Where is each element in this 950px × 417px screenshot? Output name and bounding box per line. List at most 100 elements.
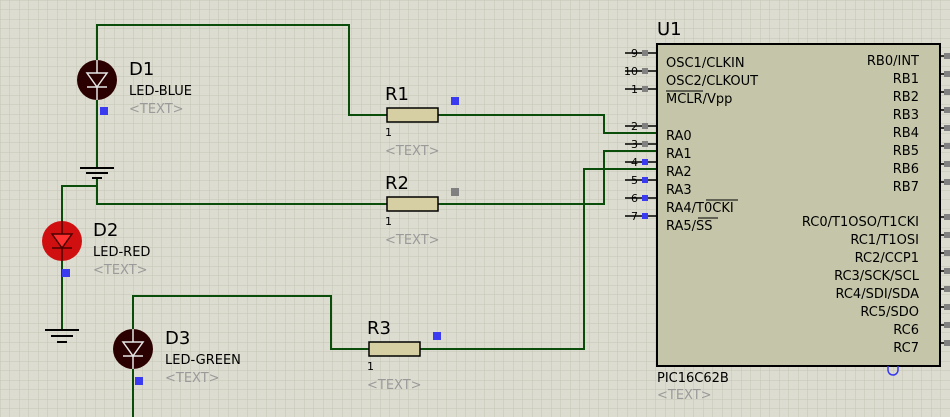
pin-state-marker [944,304,950,310]
resistor-ref: R1 [385,84,409,105]
pin-state-marker [642,213,648,219]
chip-pin-right[interactable]: RC2/CCP1 [855,250,950,266]
pin-name: RC7 [893,341,919,356]
pin-state-marker [642,195,648,201]
led-value: LED-RED [93,245,150,260]
pin-name: RA2 [666,165,692,180]
diode-symbol-icon [50,221,74,261]
pin-number: 5 [631,174,638,187]
pin-number: 9 [631,47,638,60]
chip-pin-right[interactable]: RB7 [893,179,950,195]
resistor-r1[interactable]: R1 1 <TEXT> [385,84,459,159]
pin-number: 7 [631,210,638,223]
pin-name: RA5/SS [666,219,713,234]
chip-pin-right[interactable]: RC5/SDO [860,304,950,320]
pin-name: RB6 [893,162,919,177]
wire-r2-to-ra1 [440,150,657,205]
wire-d3-top-to-r3 [132,295,367,350]
pin-state-marker [642,86,648,92]
resistor-body [386,107,439,123]
pin-name: RB0/INT [867,54,919,69]
pin-name: RA1 [666,147,692,162]
led-value: LED-GREEN [165,353,241,368]
pin-name: RC3/SCK/SCL [834,269,920,284]
pin-name: OSC1/CLKIN [666,56,745,71]
chip-pin-right[interactable]: RB0/INT [867,53,950,69]
pin-state-marker [944,340,950,346]
resistor-body [386,196,439,212]
wire-r1-to-ra0 [440,114,657,134]
led-text-placeholder: <TEXT> [93,263,148,278]
pin-state-marker [944,232,950,238]
pin-state-marker [642,123,648,129]
pin-number: 2 [631,120,638,133]
chip-pin-right[interactable]: RB1 [893,71,950,87]
chip-pin-right[interactable]: RC7 [893,340,950,356]
chip-pin-right[interactable]: RB4 [893,125,950,141]
pin-name: RC4/SDI/SDA [835,287,919,302]
pin-name: RC6 [893,323,919,338]
pin-state-marker [451,97,459,105]
resistor-text-placeholder: <TEXT> [367,378,422,393]
chip-pin-right[interactable]: RB6 [893,161,950,177]
chip-right-pins: RB0/INT RB1RB2RB3RB4RB5RB6RB7RC0/T1OSO/T1… [802,53,950,356]
chip-pin-right[interactable]: RC6 [893,322,950,338]
chip-u1[interactable]: U1 9OSC1/CLKIN10OSC2/CLKOUT1MCLR/Vpp2RA0… [624,19,950,403]
pin-name: OSC2/CLKOUT [666,74,758,89]
pin-name: RB7 [893,180,919,195]
diode-symbol-icon [85,60,109,100]
pin-state-marker [62,269,70,277]
pin-number: 1 [631,83,638,96]
chip-body [656,43,941,367]
resistor-r3[interactable]: R3 1 <TEXT> [367,318,441,393]
resistor-value: 1 [367,360,374,373]
pin-name: RA0 [666,129,692,144]
chip-pin-right[interactable]: RB3 [893,107,950,123]
ground-symbol-d1 [80,167,114,179]
chip-pin-right[interactable]: RC4/SDI/SDA [835,286,950,302]
resistor-ref: R2 [385,173,409,194]
pin-number: 6 [631,192,638,205]
pin-state-marker [944,71,950,77]
pin-state-marker [100,107,108,115]
pin-name: RC1/T1OSI [850,233,919,248]
pin-state-marker [944,107,950,113]
chip-pin-right[interactable]: RC0/T1OSO/T1CKI [802,214,950,230]
pin-state-marker [944,143,950,149]
chip-pin-right[interactable]: RB2 [893,89,950,105]
chip-pin-right[interactable]: RC3/SCK/SCL [834,268,950,284]
chip-left-pins: 9OSC1/CLKIN10OSC2/CLKOUT1MCLR/Vpp2RA03RA… [624,47,758,234]
resistor-text-placeholder: <TEXT> [385,144,440,159]
chip-pin-right[interactable]: RC1/T1OSI [850,232,950,248]
diode-symbol-icon [121,329,145,369]
led-body [113,329,153,369]
chip-power-pin-icon [887,366,899,376]
pin-state-marker [944,322,950,328]
pin-name: RA4/T0CKI [666,201,734,216]
pin-state-marker [451,188,459,196]
led-value: LED-BLUE [129,84,192,99]
pin-name: RC2/CCP1 [855,251,919,266]
resistor-text-placeholder: <TEXT> [385,233,440,248]
chip-pin-right[interactable]: RB5 [893,143,950,159]
pin-state-marker [944,214,950,220]
resistor-r2[interactable]: R21<TEXT> [385,173,459,248]
pin-number: 3 [631,138,638,151]
resistor-value: 1 [385,126,392,139]
ground-symbol-d2 [45,329,79,343]
pin-number: 4 [631,156,638,169]
resistor-ref: R3 [367,318,391,339]
